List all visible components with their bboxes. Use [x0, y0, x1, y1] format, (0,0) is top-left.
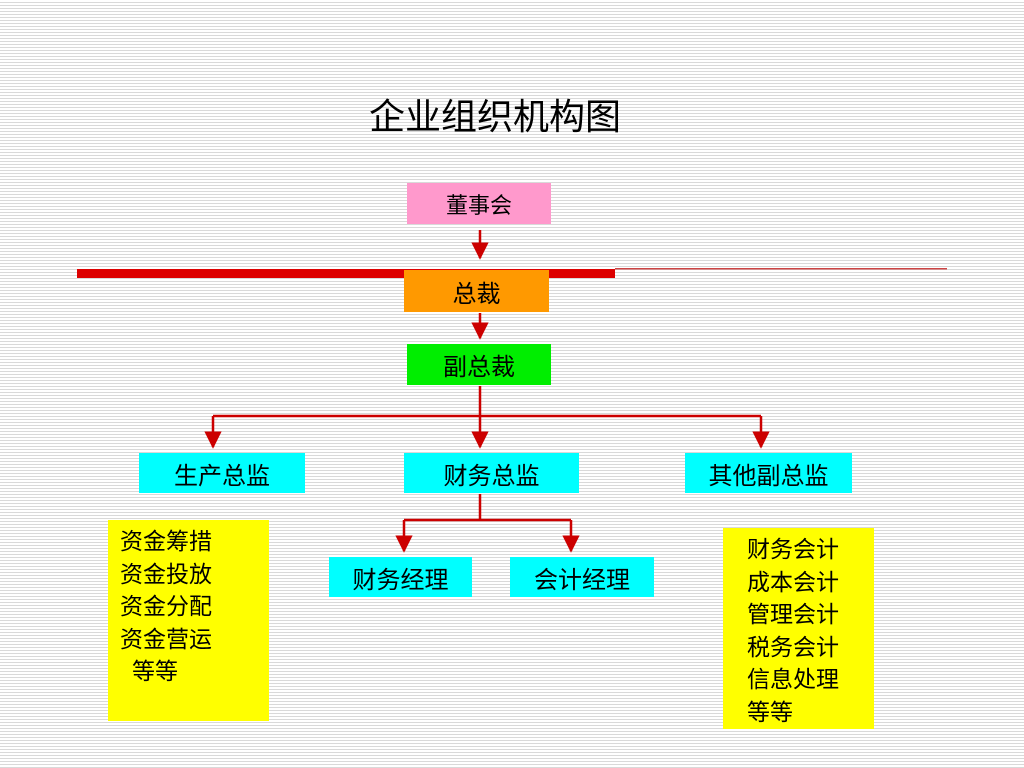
node-accounting-manager: 会计经理: [510, 557, 654, 597]
production-note: 资金投放: [120, 561, 212, 588]
production-notes-box: 资金筹措 资金投放 资金分配 资金营运 等等: [108, 520, 269, 721]
node-ceo: 总裁: [404, 270, 549, 312]
decorative-bar-thin: [615, 268, 947, 270]
accounting-note: 成本会计: [747, 569, 839, 596]
production-note: 资金筹措: [120, 529, 212, 555]
production-note: 资金营运: [120, 626, 212, 653]
accounting-notes-box: 财务会计 成本会计 管理会计 税务会计 信息处理 等等: [723, 528, 874, 729]
production-note: 资金分配: [120, 594, 212, 620]
accounting-note: 等等: [747, 699, 793, 726]
production-note: 等等: [132, 659, 178, 685]
node-other-vp: 其他副总监: [685, 453, 852, 493]
decorative-bar-thick: [77, 269, 615, 278]
node-finance-manager: 财务经理: [329, 557, 472, 597]
accounting-note: 财务会计: [747, 537, 839, 563]
accounting-note: 信息处理: [747, 667, 839, 693]
node-vp: 副总裁: [407, 344, 551, 385]
node-finance-director: 财务总监: [404, 453, 579, 493]
node-production-director: 生产总监: [139, 453, 305, 493]
accounting-note: 税务会计: [747, 634, 839, 661]
page-title: 企业组织机构图: [368, 97, 621, 138]
accounting-note: 管理会计: [747, 602, 839, 628]
node-board: 董事会: [407, 183, 551, 224]
